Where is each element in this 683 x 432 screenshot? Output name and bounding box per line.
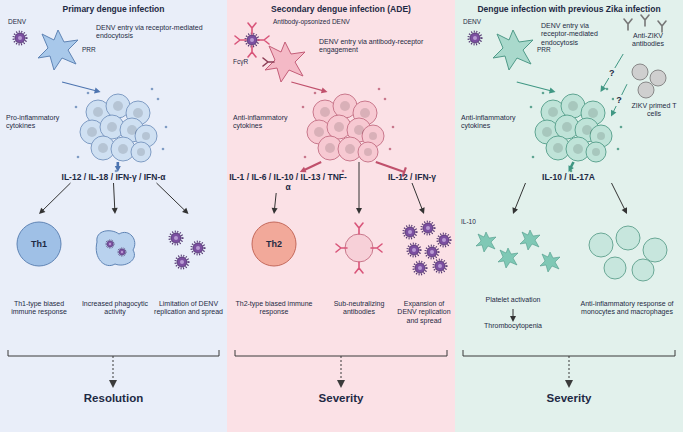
node-text: PRR xyxy=(82,46,106,54)
connector-arrow xyxy=(112,183,118,214)
entry-illustration: DENV PRR DENV entry via receptor-mediated … xyxy=(4,18,219,82)
outcome-item: Increased phagocytic activity xyxy=(78,214,152,344)
outcome-item: Thrombocytopenia xyxy=(457,322,569,331)
edge-label: ? xyxy=(607,68,617,79)
connector-arrow xyxy=(510,309,516,322)
node-text: Anti-inflammatory response of monocytes … xyxy=(573,300,681,317)
outcome-item: IL-10Platelet activation xyxy=(457,214,569,309)
connector-arrow xyxy=(39,183,71,214)
node-text: Th1 xyxy=(2,239,76,250)
node-text: Thrombocytopenia xyxy=(457,322,569,330)
outcome-item: Th2Th2-type biased immune response xyxy=(229,214,319,344)
connector-arrow xyxy=(291,82,327,93)
node-text: DENV entry via receptor-mediated endocyt… xyxy=(541,22,611,47)
node-text: Pro-inflammatory cytokines xyxy=(6,114,72,131)
node-text: Limitation of DENV replication and sprea… xyxy=(152,300,225,317)
node-text: IL-12 / IFN-γ xyxy=(373,172,451,182)
panel-title: Dengue infection with previous Zika infe… xyxy=(455,4,683,14)
panel-band: Dengue infection with previous Zika infe… xyxy=(455,0,683,432)
outcome-label: Severity xyxy=(227,392,455,406)
node-text: Antibody-opsonized DENV xyxy=(273,18,393,26)
node-text: ZIKV primed T cells xyxy=(627,102,681,119)
connector-arrow xyxy=(612,183,628,214)
cell-cluster: Anti-inflammatory cytokines xyxy=(233,92,443,162)
node-text: Th2 xyxy=(229,239,319,250)
node-text: DENV xyxy=(8,18,38,26)
connector-arrow xyxy=(300,162,321,172)
connector-arrow xyxy=(376,162,406,177)
connector-arrow xyxy=(517,82,556,93)
outcome-item: Anti-inflammatory response of monocytes … xyxy=(573,214,681,344)
panel-title: Secondary dengue infection (ADE) xyxy=(227,4,455,14)
connector-arrow xyxy=(512,183,525,214)
outcome-item: Limitation of DENV replication and sprea… xyxy=(152,214,225,344)
node-text: Th1-type biased immune response xyxy=(2,300,76,317)
connector-arrow xyxy=(356,162,362,214)
cytokine-list: IL-10 / IL-17A xyxy=(461,172,676,183)
outcome-label: Severity xyxy=(455,392,683,406)
connector-arrow xyxy=(412,183,425,214)
cytokine-list: IL-1 / IL-6 / IL-10 / IL-13 / TNF-α xyxy=(229,172,347,193)
cytokine-list: IL-12 / IFN-γ xyxy=(373,172,451,183)
cell-cluster: Pro-inflammatory cytokines xyxy=(6,92,221,162)
connector-arrow xyxy=(601,54,624,92)
outcome-item: Sub-neutralizing antibodies xyxy=(324,214,394,344)
cytokine-list: IL-12 / IL-18 / IFN-γ / IFN-α xyxy=(6,172,221,183)
panel-band: Primary dengue infectionDENV PRR DENV entr… xyxy=(0,0,227,432)
node-text: IL-12 / IL-18 / IFN-γ / IFN-α xyxy=(6,172,221,182)
entry-illustration: Antibody-opsonized DENV FcγR DENV entry vi… xyxy=(233,18,449,82)
connector-arrow xyxy=(115,162,121,172)
node-text: FcγR xyxy=(233,58,259,66)
outcome-item: Expansion of DENV replication and spread xyxy=(395,214,453,344)
node-text: DENV xyxy=(463,18,493,26)
connector-arrow xyxy=(611,84,627,116)
edge-label: ? xyxy=(614,95,624,106)
antibody-group: Anti-ZIKV antibodies xyxy=(617,16,679,54)
node-text: DENV entry via antibody-receptor engagem… xyxy=(319,38,443,55)
t-cell-group: ZIKV primed T cells xyxy=(627,62,681,136)
connector-arrow xyxy=(569,162,574,172)
node-text: DENV entry via receptor-mediated endocyt… xyxy=(96,24,214,41)
node-text: Th2-type biased immune response xyxy=(229,300,319,317)
outcome-label: Resolution xyxy=(0,392,227,406)
node-text: IL-1 / IL-6 / IL-10 / IL-13 / TNF-α xyxy=(229,172,347,192)
connector-arrow xyxy=(157,183,189,214)
node-text: PRR xyxy=(537,46,561,54)
node-text: Sub-neutralizing antibodies xyxy=(324,300,394,317)
panel-band: Secondary dengue infection (ADE) Antibody… xyxy=(227,0,455,432)
entry-illustration: DENV PRRDENV entry via receptor-mediated … xyxy=(459,18,611,82)
node-text: Anti-inflammatory cytokines xyxy=(233,114,299,131)
cell-cluster: Anti-inflammatory cytokines xyxy=(461,92,611,162)
connector-arrow xyxy=(272,193,278,214)
node-text: IL-10 / IL-17A xyxy=(461,172,676,182)
panel-title: Primary dengue infection xyxy=(0,4,227,14)
connector-arrow xyxy=(62,82,101,93)
node-text: Increased phagocytic activity xyxy=(78,300,152,317)
outcome-item: Th1Th1-type biased immune response xyxy=(2,214,76,344)
node-text: Anti-inflammatory cytokines xyxy=(461,114,527,131)
node-text: IL-10 xyxy=(461,218,491,226)
node-text: Expansion of DENV replication and spread xyxy=(395,300,453,325)
node-text: Anti-ZIKV antibodies xyxy=(617,32,679,49)
node-text: Platelet activation xyxy=(457,296,569,304)
